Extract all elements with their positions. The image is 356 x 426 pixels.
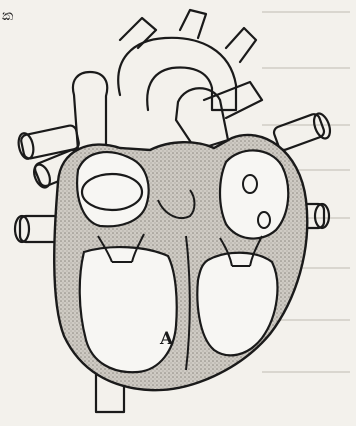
aortic-branch-2 bbox=[180, 10, 206, 38]
pulmonary-trunk bbox=[176, 88, 228, 150]
left-atrium bbox=[220, 150, 288, 238]
right-ventricle bbox=[80, 247, 177, 372]
pulmonary-vein-opening-1 bbox=[243, 175, 257, 193]
aortic-branch-3 bbox=[226, 28, 256, 62]
aortic-branch-1 bbox=[120, 18, 156, 48]
chamber-label-a: A bbox=[159, 329, 174, 349]
right-atrium bbox=[77, 152, 148, 226]
pulmonary-vein-opening-2 bbox=[258, 212, 270, 228]
corner-glyph: ක bbox=[2, 8, 14, 24]
